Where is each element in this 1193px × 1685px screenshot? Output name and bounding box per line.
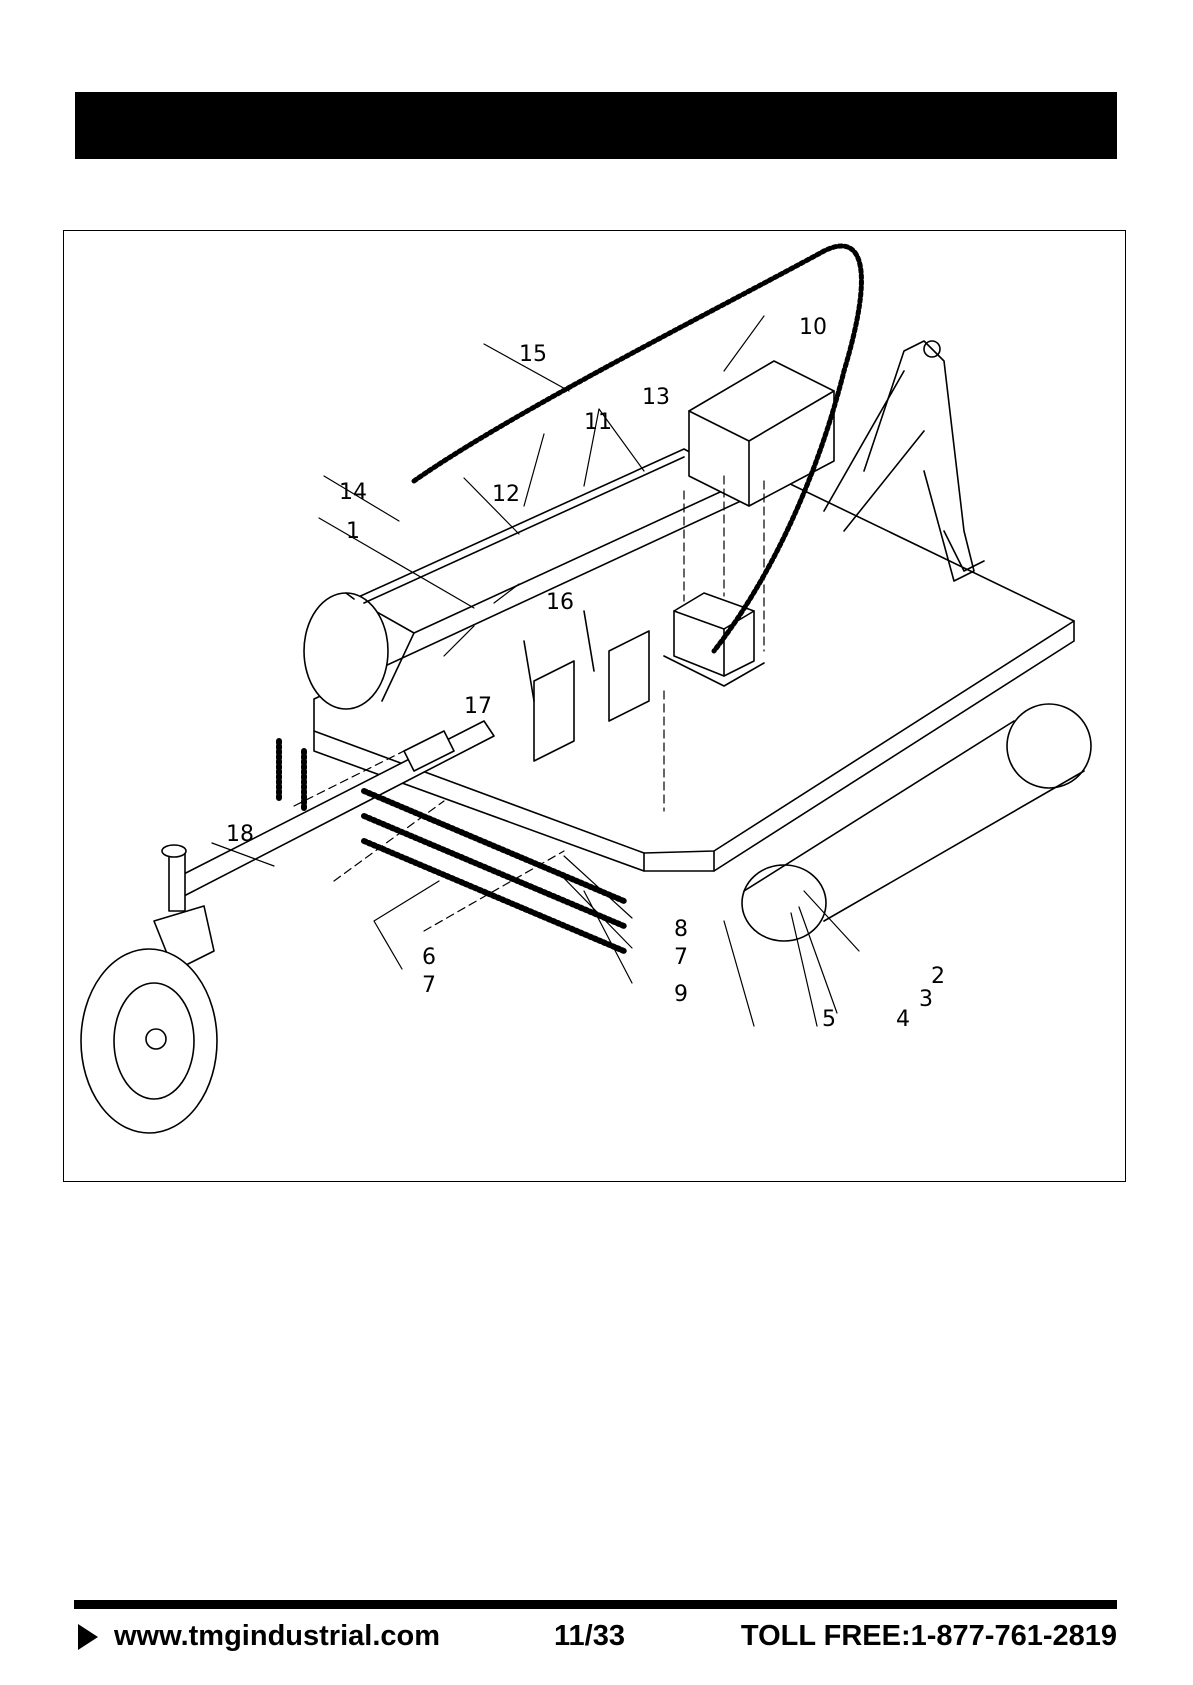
page-footer: www.tmgindustrial.com 11/33 TOLL FREE:1-…: [74, 1616, 1117, 1656]
tail-wheel-arm: [174, 721, 494, 896]
footer-website: www.tmgindustrial.com: [114, 1616, 440, 1656]
footer-rule: [74, 1600, 1117, 1609]
callout-2: 2: [931, 964, 945, 989]
gearbox-shield: [689, 361, 834, 506]
callout-4: 4: [896, 1007, 910, 1032]
callout-10: 10: [799, 315, 827, 340]
callout-11: 11: [584, 410, 612, 435]
callout-12: 12: [492, 482, 520, 507]
callout-1: 1: [346, 519, 360, 544]
play-arrow-icon: [78, 1624, 98, 1650]
callout-18: 18: [226, 822, 254, 847]
exploded-parts-diagram: 1 2 3 4 5 6 7 7 8 9 10 11 12 13 14 15 16…: [63, 230, 1126, 1182]
toll-free-number: TOLL FREE:1-877-761-2819: [741, 1616, 1117, 1656]
callout-5: 5: [822, 1007, 836, 1032]
mower-deck: [314, 481, 1074, 871]
callout-7a: 7: [422, 973, 436, 998]
header-bar: [75, 92, 1117, 159]
callout-17: 17: [464, 694, 492, 719]
callout-16: 16: [546, 590, 574, 615]
callout-9: 9: [674, 982, 688, 1007]
callout-7b: 7: [674, 945, 688, 970]
callout-14: 14: [339, 480, 367, 505]
callout-8: 8: [674, 917, 688, 942]
callout-3: 3: [919, 987, 933, 1012]
callout-15: 15: [519, 342, 547, 367]
callout-13: 13: [642, 385, 670, 410]
callout-6: 6: [422, 945, 436, 970]
page-number: 11/33: [554, 1616, 625, 1656]
